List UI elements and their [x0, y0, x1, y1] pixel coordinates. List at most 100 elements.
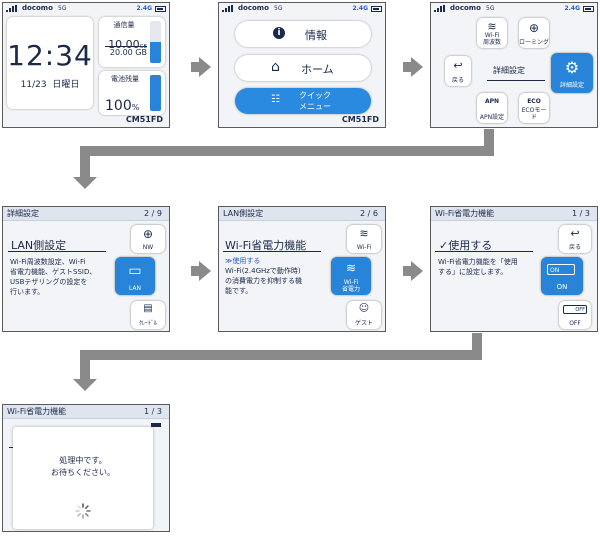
detail-settings-button[interactable]: ⚙ 詳細設定 [551, 53, 593, 93]
traffic-gauge [150, 21, 161, 63]
use-title: ✓使用する [439, 239, 493, 252]
screen-lan-settings: 詳細設定 2 / 9 LAN側設定 Wi-Fi周波数設定、Wi-Fi 省電力機能… [2, 206, 170, 332]
eco-label: ECOモード [521, 107, 547, 121]
wifisave-description: ≫使用する Wi-Fi(2.4GHzで動作時) の消費電力を抑制する機 能です。 [225, 257, 302, 295]
on-toggle: ON [547, 264, 575, 275]
screen-header: Wi-Fi省電力機能 1 / 3 [3, 405, 169, 419]
status-bar: docomo 5G 2.4G [3, 3, 169, 14]
wifi-power-saving-label-1: Wi-Fi [343, 279, 359, 286]
wifi-power-saving-label-2: 省電力 [341, 286, 360, 293]
info-icon: i [273, 27, 285, 39]
signal-icon [6, 5, 19, 12]
flow-arrow [73, 177, 97, 189]
apn-button[interactable]: APN APN設定 [477, 93, 507, 123]
flow-arrow [403, 261, 423, 281]
battery-unit: % [131, 103, 140, 112]
flow-connector [80, 350, 482, 360]
on-label: ON [556, 283, 568, 291]
signal-icon [222, 5, 235, 12]
battery-value: 100 [105, 98, 132, 114]
back-label: 戻る [451, 77, 464, 84]
off-button[interactable]: OFF OFF [559, 301, 591, 329]
battery-gauge [150, 75, 161, 111]
flow-connector [80, 146, 90, 178]
gear-icon: ⚙ [564, 58, 580, 77]
menu-home-button[interactable]: ⌂ ホーム [235, 55, 371, 81]
guest-label: ゲスト [354, 320, 373, 327]
traffic-used-unit: GB [139, 44, 147, 50]
background-button-fragment [151, 423, 161, 427]
menu-home-label: ホーム [301, 63, 334, 76]
eco-mode-button[interactable]: ECO ECOモード [519, 93, 549, 123]
screen-header: 詳細設定 2 / 9 [3, 207, 169, 221]
battery-icon [155, 6, 166, 12]
nw-label: NW [142, 244, 154, 251]
screen-home: docomo 5G 2.4G 12:34 11/23 日曜日 通信量 10.00… [2, 2, 170, 128]
back-arrow-icon: ↩ [570, 227, 580, 240]
title-rule [487, 80, 545, 81]
back-button[interactable]: ↩ 戻る [445, 56, 471, 86]
processing-line-1: 処理中です。 [59, 456, 107, 465]
menu-quick-button[interactable]: ☷ クイック メニュー [235, 88, 371, 114]
flow-arrow [191, 261, 211, 281]
battery-icon [583, 6, 594, 12]
lan-label: LAN [128, 285, 142, 292]
wifi-band-indicator: 2.4G [564, 5, 580, 12]
header-title: Wi-Fi省電力機能 [7, 407, 67, 416]
traffic-card: 通信量 10.00GB 20.00 GB [99, 17, 165, 67]
header-title: Wi-Fi省電力機能 [435, 209, 495, 218]
header-title: LAN側設定 [223, 209, 264, 218]
wifi-band-label-1: Wi-Fi [484, 32, 500, 39]
screen-processing: Wi-Fi省電力機能 1 / 3 処理中です。 お待ちください。 [2, 404, 170, 532]
flow-arrow [191, 57, 211, 77]
title-rule [8, 251, 106, 252]
carrier-label: docomo [22, 4, 53, 12]
detail-settings-label: 詳細設定 [559, 82, 584, 89]
page-indicator: 2 / 9 [144, 209, 162, 218]
page-indicator: 1 / 3 [572, 209, 590, 218]
flow-arrow [73, 379, 97, 391]
battery-icon [371, 6, 382, 12]
lan-icon: ▭ [128, 263, 142, 279]
back-button[interactable]: ↩ 戻る [559, 225, 591, 253]
processing-dialog: 処理中です。 お待ちください。 [13, 427, 153, 529]
menu-quick-label-1: クイック [299, 91, 331, 100]
screen-use-setting: Wi-Fi省電力機能 1 / 3 ✓使用する Wi-Fi省電力機能を「使用 する… [430, 206, 598, 332]
back-label: 戻る [568, 244, 581, 251]
flow-connector [484, 129, 494, 156]
guest-button[interactable]: ☺ ゲスト [347, 301, 381, 329]
traffic-limit: 20.00 GB [109, 48, 147, 57]
model-name: CM51FD [125, 115, 163, 124]
wifi-button[interactable]: ≋ Wi-Fi [347, 225, 381, 253]
flow-connector [80, 146, 494, 156]
nw-button[interactable]: ⊕ NW [131, 225, 165, 253]
off-label: OFF [569, 320, 581, 327]
menu-info-button[interactable]: i 情報 [235, 21, 371, 47]
roaming-button[interactable]: ⊕ ローミング [519, 18, 549, 48]
cradle-button[interactable]: ▤ ｸﾚｰﾄﾞﾙ [131, 301, 165, 329]
header-title: 詳細設定 [7, 209, 39, 218]
title-rule [435, 251, 533, 252]
battery-card: 電池残量 100% [99, 71, 165, 115]
globe-icon: ⊕ [142, 227, 154, 241]
clock-card: 12:34 11/23 日曜日 [7, 17, 93, 109]
wifi-icon: ≋ [359, 227, 369, 240]
back-arrow-icon: ↩ [453, 59, 463, 72]
network-type: 5G [274, 5, 283, 12]
lan-button[interactable]: ▭ LAN [115, 257, 155, 295]
clock-day: 日曜日 [52, 80, 80, 90]
status-bar: docomo 5G 2.4G [431, 3, 597, 14]
processing-line-2: お待ちください。 [51, 468, 115, 477]
page-indicator: 2 / 6 [360, 209, 378, 218]
list-icon: ☷ [271, 94, 280, 105]
eco-icon: ECO [527, 98, 541, 105]
battery-label: 電池残量 [111, 75, 139, 83]
menu-info-label: 情報 [305, 29, 327, 42]
wifi-band-indicator: 2.4G [136, 5, 152, 12]
traffic-used: 10.00 [108, 38, 140, 51]
on-button[interactable]: ON ON [541, 257, 583, 295]
lan-description: Wi-Fi周波数設定、Wi-Fi 省電力機能、ゲストSSID、 USBテザリング… [10, 258, 97, 296]
wifi-icon: ≋ [487, 20, 497, 33]
